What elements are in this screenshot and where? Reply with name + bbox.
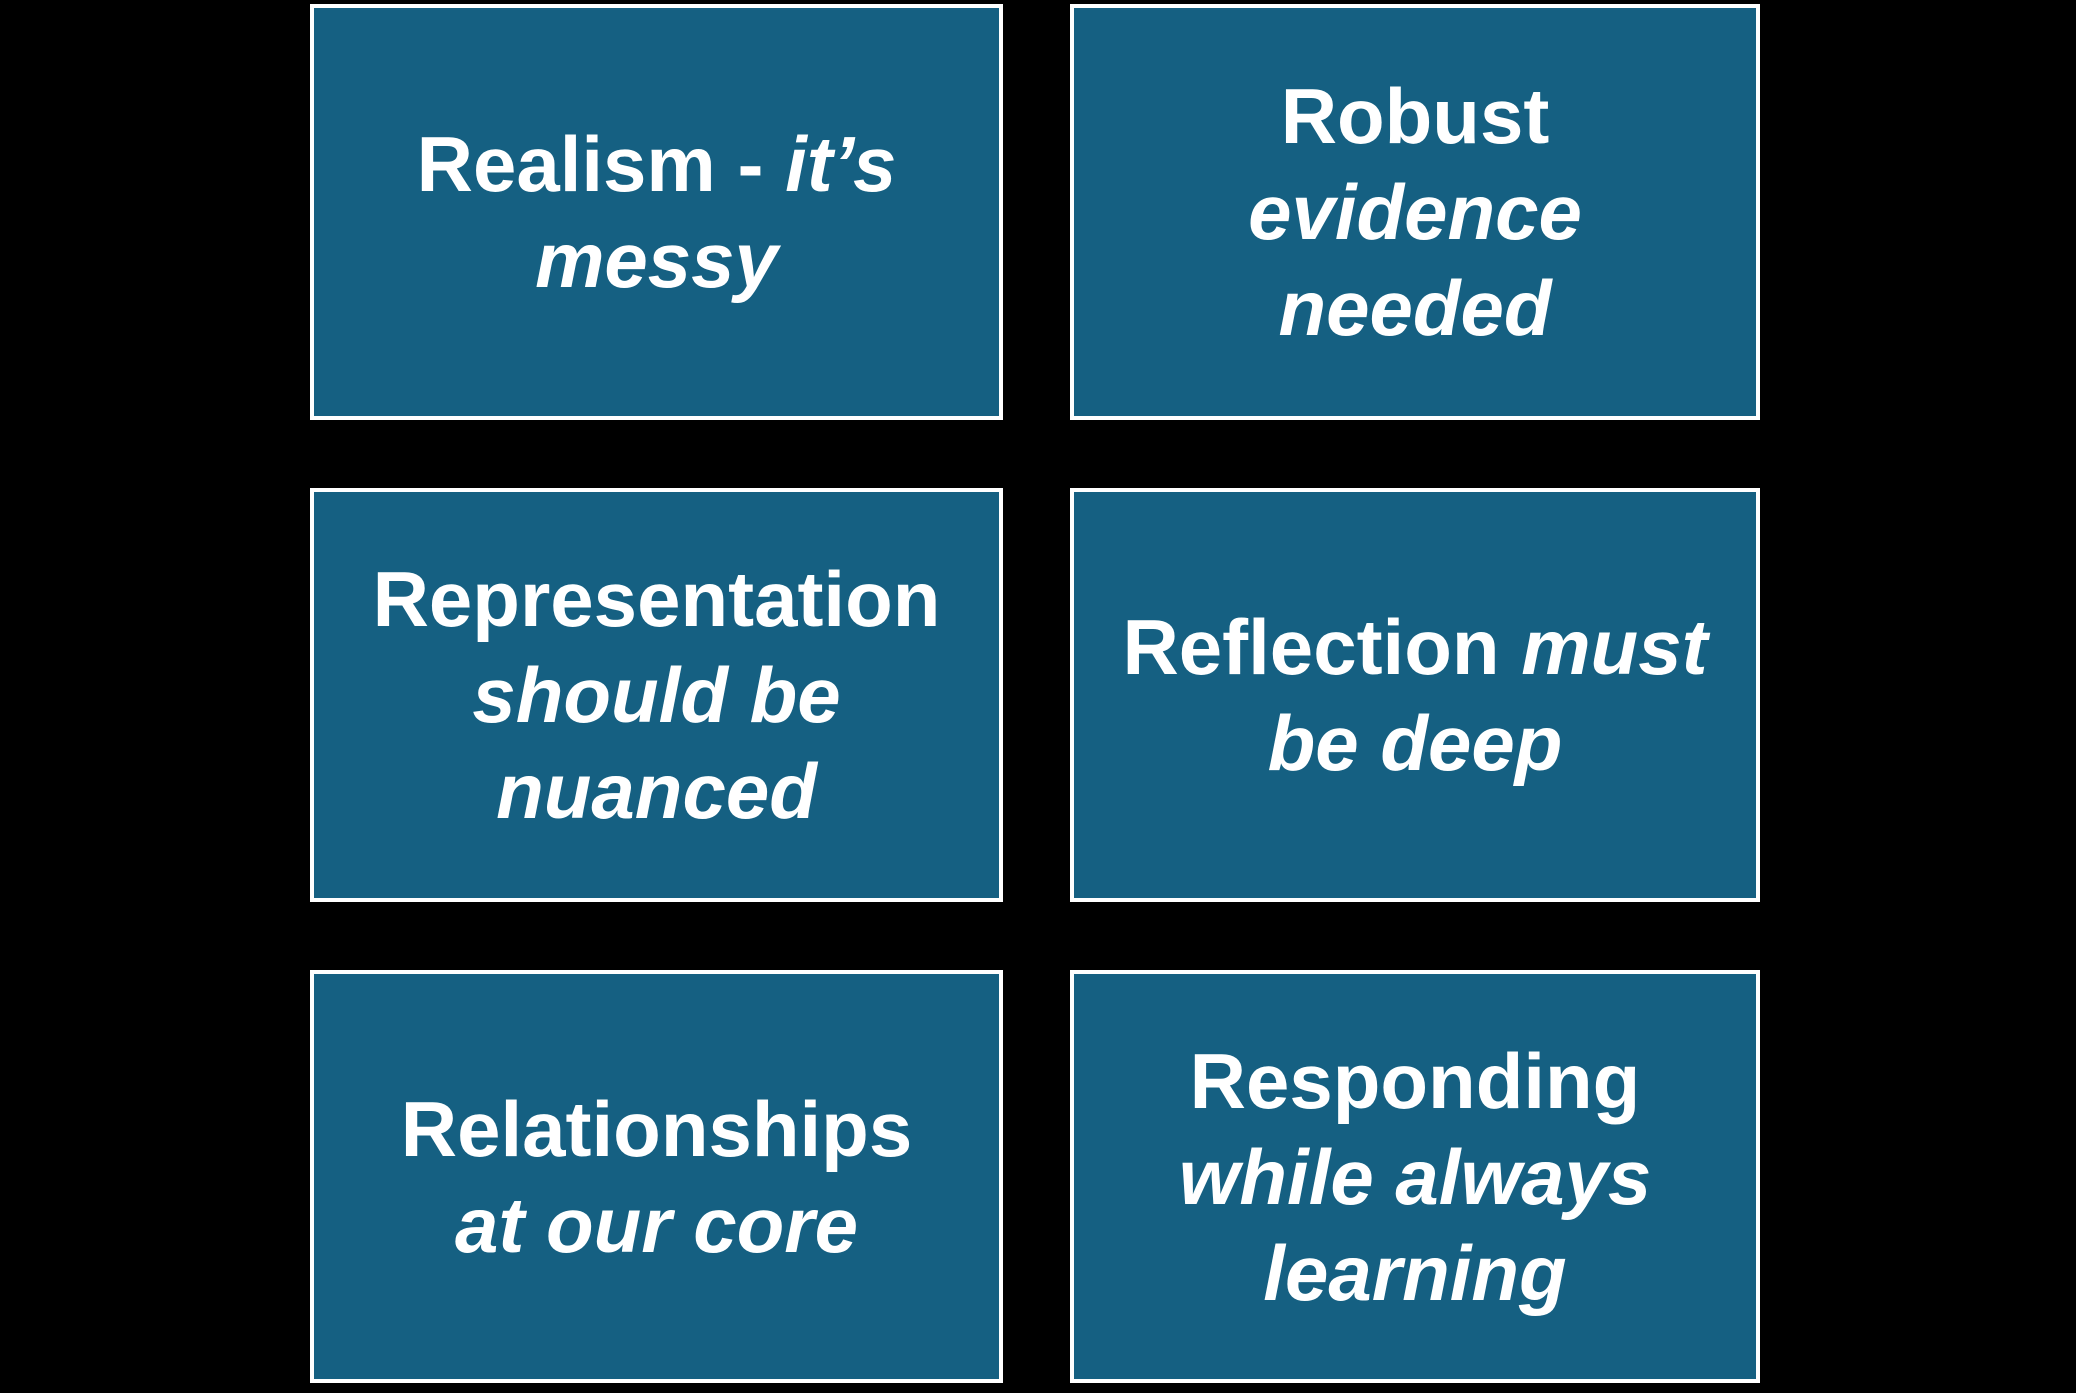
card-text-line: Reflection must: [1122, 599, 1707, 695]
card-text-italic: it’s: [785, 120, 897, 208]
card-text-line: nuanced: [496, 743, 817, 839]
card-text-regular: Reflection: [1122, 603, 1522, 691]
card-text-line: Relationships: [401, 1081, 912, 1177]
card-text-regular: Realism -: [416, 120, 786, 208]
card-text-line: be deep: [1268, 695, 1563, 791]
card-text-italic: evidence: [1248, 168, 1582, 256]
card-text-italic: nuanced: [496, 747, 817, 835]
card-text-line: messy: [535, 212, 778, 308]
card-text-line: at our core: [455, 1177, 858, 1273]
card-text-italic: messy: [535, 216, 778, 304]
card-text-line: while always: [1179, 1129, 1652, 1225]
card-text-italic: should be: [472, 651, 841, 739]
card-text-italic: while always: [1178, 1132, 1652, 1221]
card-text-italic: must: [1521, 603, 1708, 691]
card-text-italic: be deep: [1267, 699, 1563, 787]
card-text-line: Representation: [373, 551, 941, 647]
card-text-regular: Relationships: [400, 1084, 913, 1173]
card-text-line: Realism - it’s: [417, 116, 897, 212]
card-text-italic: learning: [1263, 1228, 1567, 1317]
card-text-italic: at our core: [454, 1180, 859, 1269]
card-text-line: needed: [1278, 260, 1551, 356]
card-text-regular: Representation: [372, 555, 941, 643]
card-text-line: Robust: [1281, 68, 1550, 164]
card-text-line: Responding: [1190, 1033, 1641, 1129]
card-text-regular: Responding: [1189, 1036, 1641, 1125]
card-text-line: evidence: [1248, 164, 1582, 260]
card-text-regular: Robust: [1280, 72, 1550, 160]
card-text-line: should be: [472, 647, 840, 743]
card-text-line: learning: [1263, 1225, 1566, 1321]
card-text-italic: needed: [1278, 264, 1552, 352]
